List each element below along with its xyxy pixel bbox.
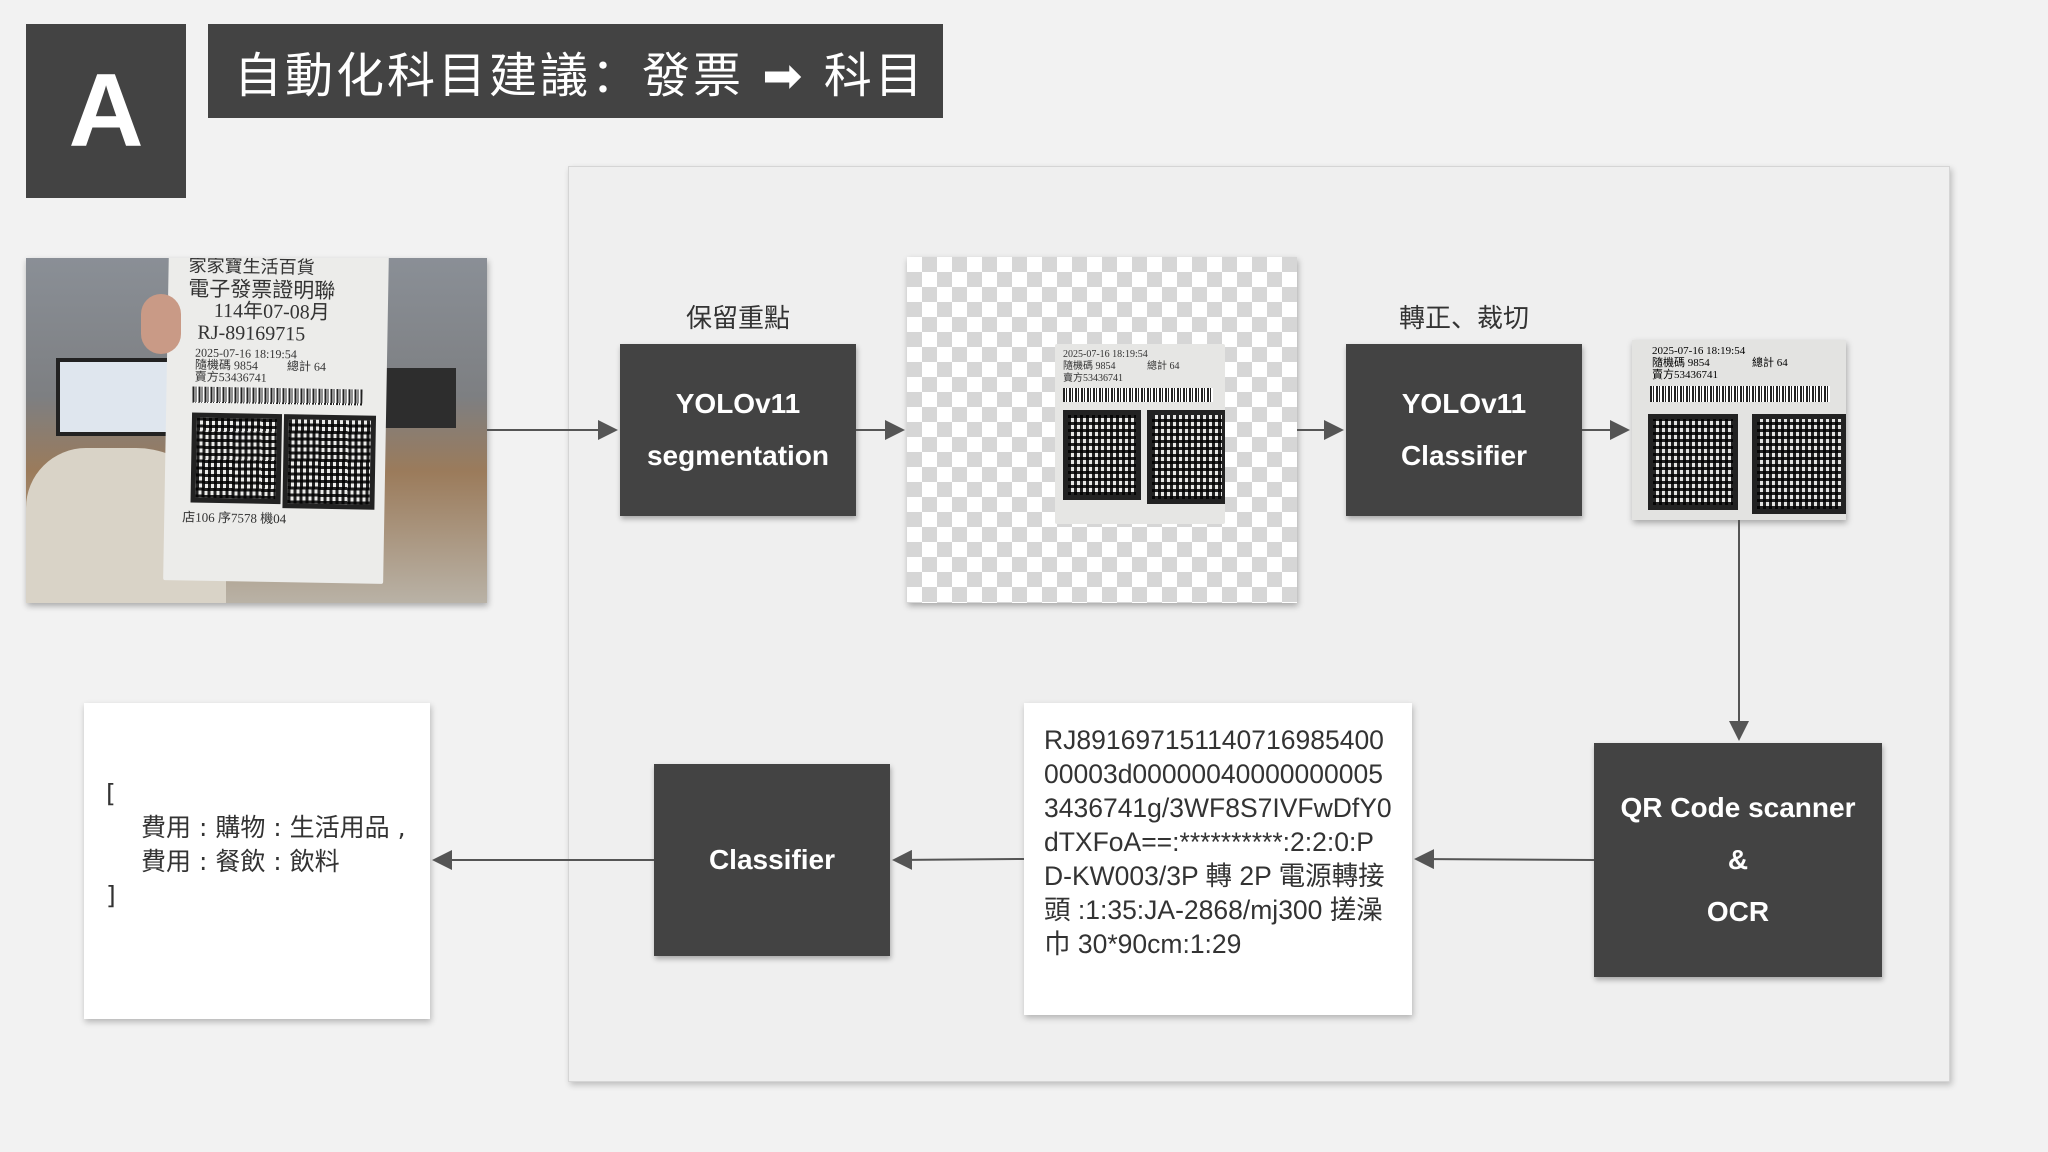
input-receipt-photo: 家家寶生活百貨 電子發票證明聯 114年07-08月 RJ-89169715 2… <box>26 258 487 603</box>
arrow-text-to-classifier <box>892 849 1025 870</box>
slide-title: 自動化科目建議：發票 ➡ 科目 <box>208 24 943 118</box>
result-open-bracket: [ <box>106 779 116 808</box>
cls-step-label: 轉正、裁切 <box>1398 304 1529 334</box>
segmented-receipt-image: 2025-07-16 18:19:54 隨機碼 9854 總計 64 賣方534… <box>907 257 1297 603</box>
result-item: 費用 : 餐飲 : 飲料 <box>141 847 340 876</box>
section-badge: A <box>26 24 186 198</box>
final-classifier-box: Classifier <box>654 764 890 956</box>
arrow-qr-to-text <box>1414 849 1595 870</box>
decoded-invoice-text: RJ89169715114071698540000003d00000040000… <box>1024 703 1412 1015</box>
category-result: [ 費用 : 購物 : 生活用品 , 費用 : 餐飲 : 飲料] <box>84 703 430 1019</box>
result-item: 費用 : 購物 : 生活用品 , <box>141 813 406 842</box>
yolo-classifier-box: YOLOv11 Classifier <box>1346 344 1582 516</box>
yolo-segmentation-box: YOLOv11 segmentation <box>620 344 856 516</box>
cropped-receipt-image: 2025-07-16 18:19:54 隨機碼 9854 總計 64 賣方534… <box>1632 340 1846 520</box>
result-close-bracket: ] <box>106 881 116 910</box>
qr-ocr-box: QR Code scanner & OCR <box>1594 743 1882 977</box>
seg-step-label: 保留重點 <box>685 304 790 334</box>
segmented-receipt: 2025-07-16 18:19:54 隨機碼 9854 總計 64 賣方534… <box>1055 344 1225 524</box>
